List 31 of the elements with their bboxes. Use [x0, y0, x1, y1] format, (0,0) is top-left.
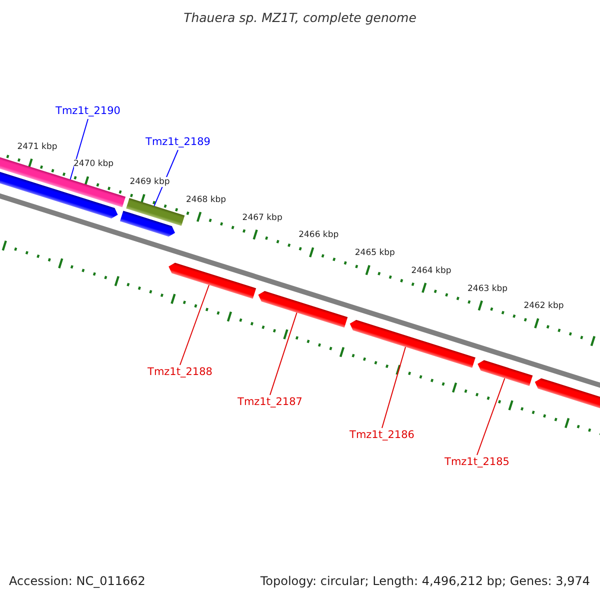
leader-line [270, 312, 298, 396]
leader-line [70, 118, 88, 180]
gene-label: Tmz1t_2187 [238, 396, 302, 408]
accession-text: Accession: NC_011662 [9, 574, 146, 588]
gene-feature [168, 262, 256, 299]
scale-label: 2467 kbp [242, 212, 282, 223]
scale-label: 2466 kbp [298, 230, 339, 240]
gene-feature [350, 320, 476, 368]
scale-label: 2465 kbp [354, 248, 395, 258]
gene-feature [258, 291, 348, 328]
scale-label: 2468 kbp [186, 194, 226, 205]
scale-label: 2471 kbp [17, 142, 58, 152]
gene-feature [120, 210, 176, 237]
gene-feature [0, 154, 126, 208]
gene-label: Tmz1t_2189 [146, 136, 210, 148]
scale-label: 2463 kbp [468, 284, 508, 294]
scale-label: 2469 kbp [130, 177, 170, 188]
gene-feature [126, 198, 185, 226]
gene-label: Tmz1t_2186 [350, 429, 414, 441]
scale-label: 2462 kbp [524, 301, 564, 312]
leader-line [180, 284, 210, 366]
scale-label: 2470 kbp [74, 159, 114, 170]
gene-feature [478, 360, 533, 386]
gene-label: Tmz1t_2185 [444, 456, 510, 468]
diagram-title: Thauera sp. MZ1T, complete genome [182, 10, 418, 25]
gene-label: Tmz1t_2190 [56, 105, 120, 117]
leader-line [476, 378, 506, 456]
leader-line [382, 346, 406, 428]
scale-label: 2464 kbp [411, 266, 452, 276]
genome-summary-text: Topology: circular; Length: 4,496,212 bp; Genes: 3,974 [260, 574, 590, 588]
gene-label: Tmz1t_2188 [148, 366, 212, 378]
